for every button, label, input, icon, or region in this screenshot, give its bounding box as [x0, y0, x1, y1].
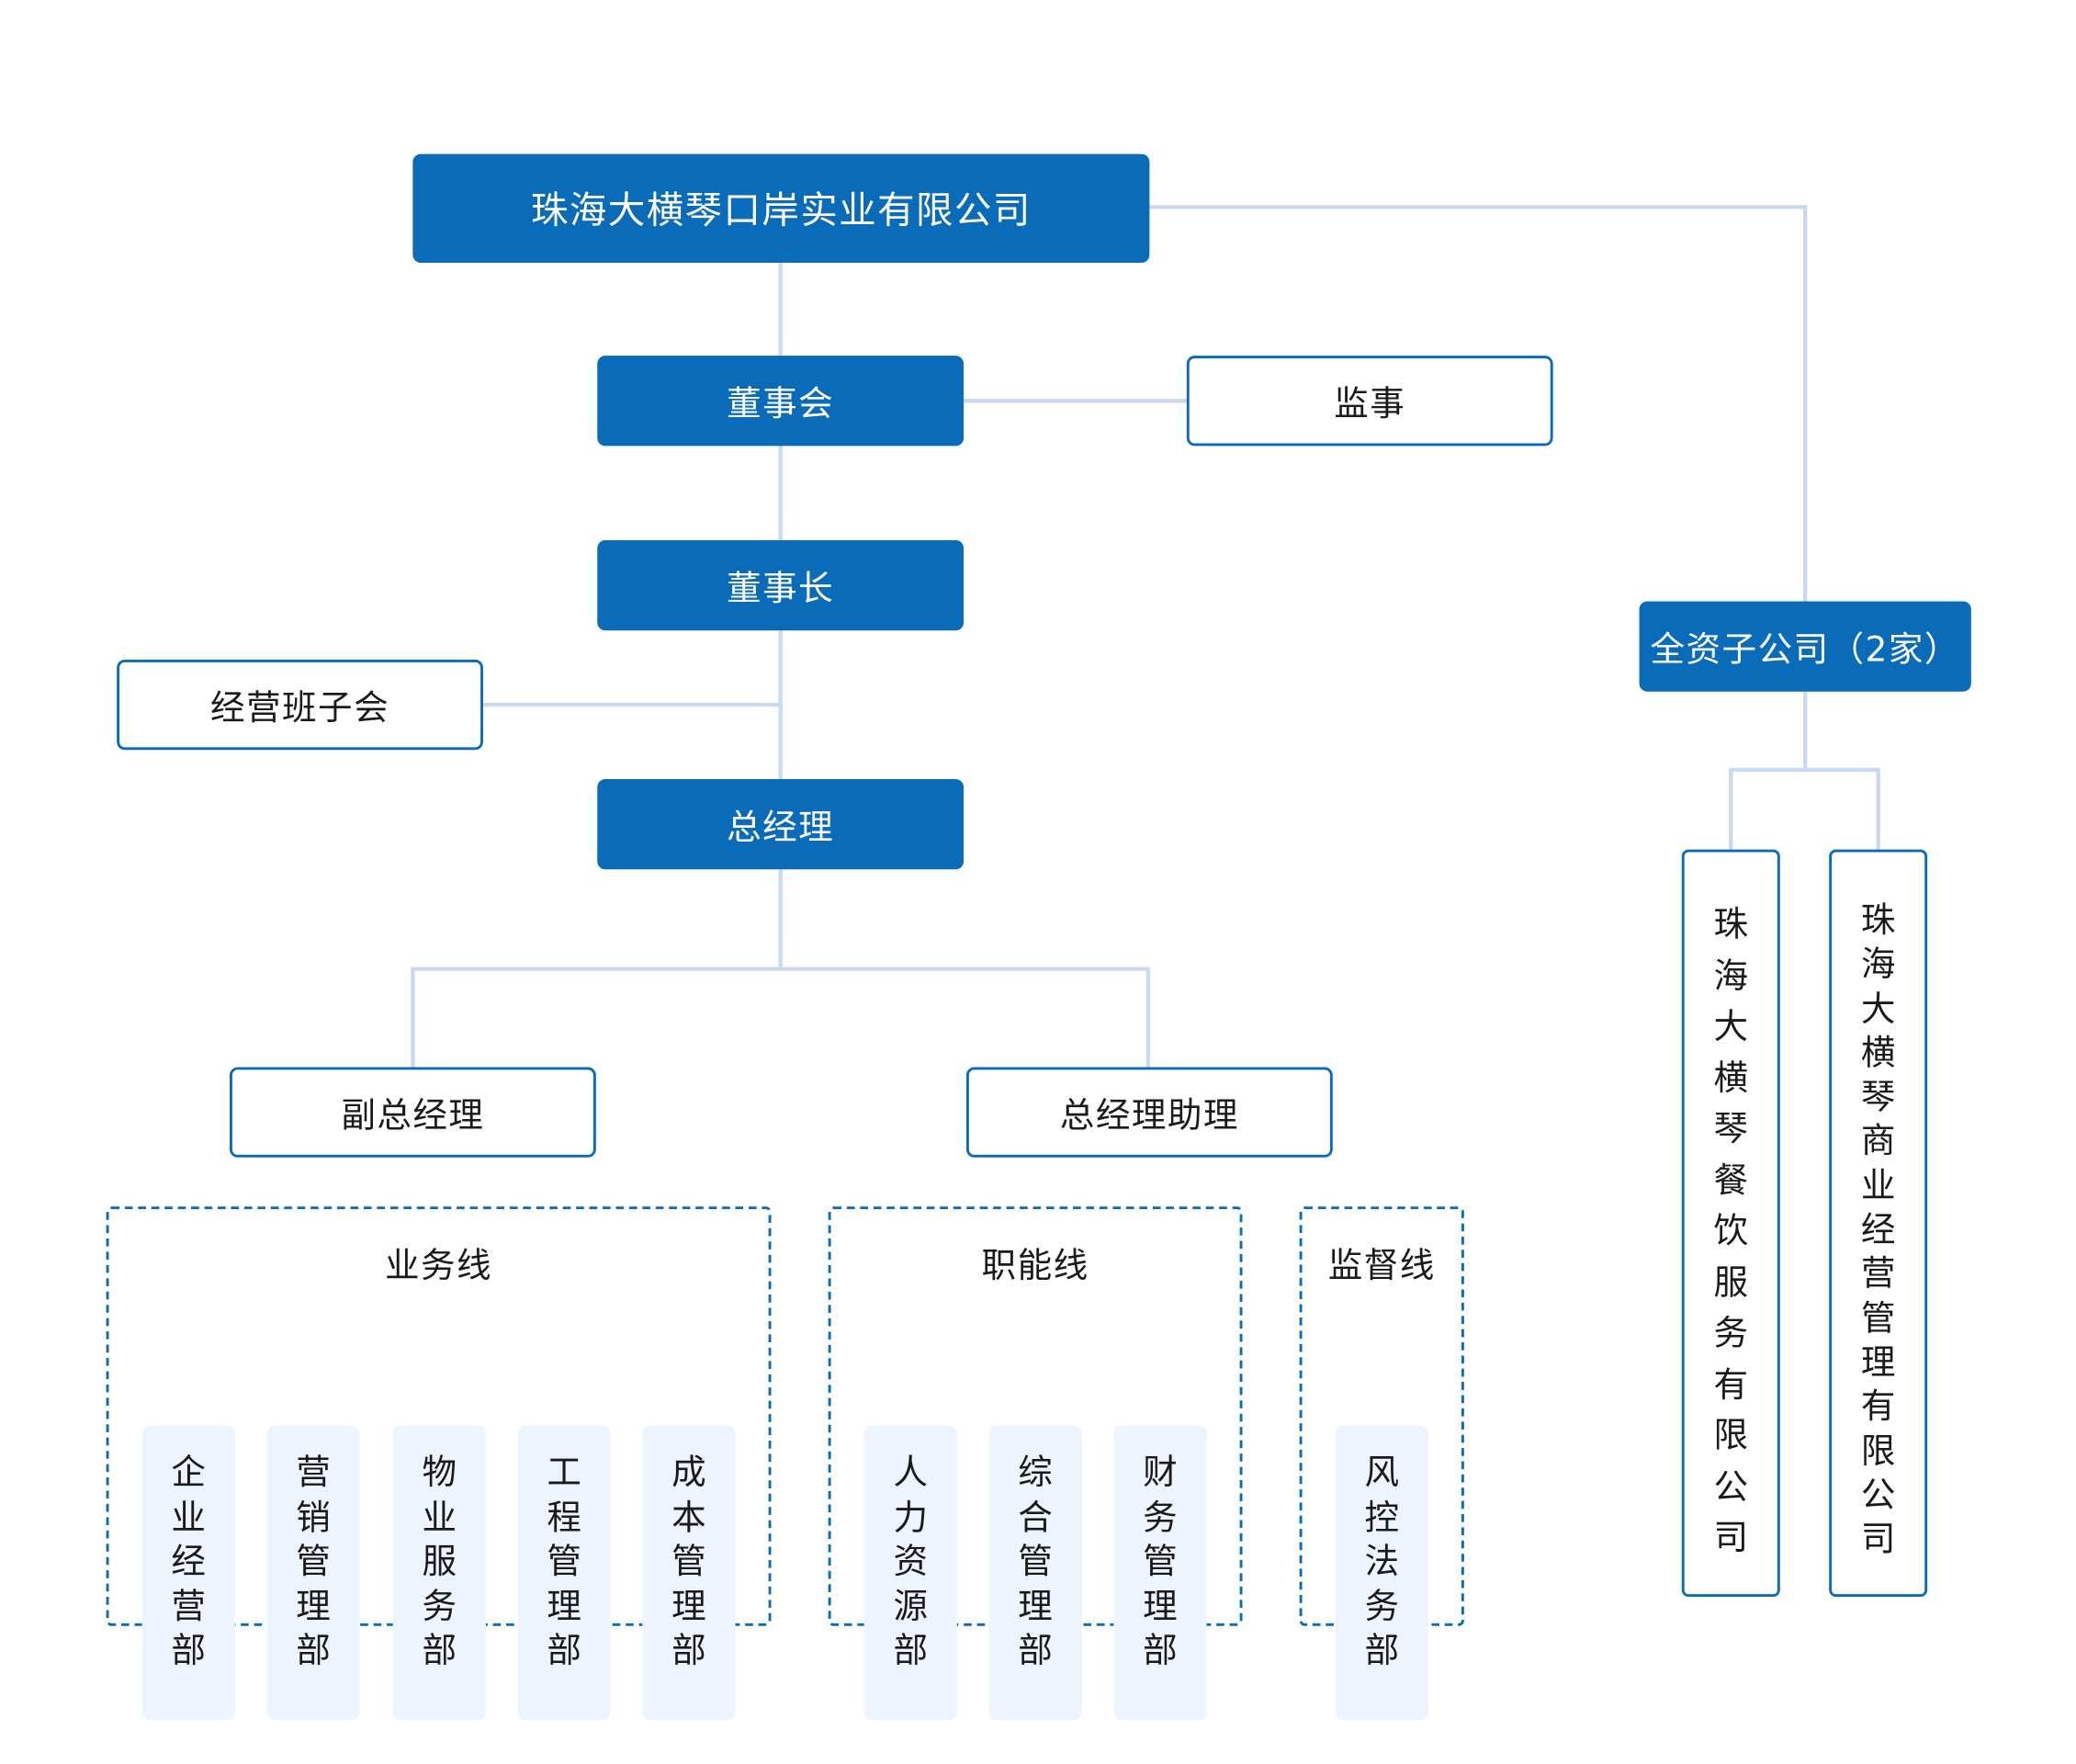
dept-supervision-1: 风控法务部 — [1335, 1425, 1428, 1721]
subsidiary-header-box: 全资子公司（2家） — [1639, 601, 1971, 692]
connector-company-subsidiary — [1147, 205, 1808, 605]
supervisor-label: 监事 — [1334, 384, 1406, 424]
dept-business-2: 营销管理部 — [266, 1425, 360, 1721]
dept-business-1: 企业经营部 — [141, 1425, 235, 1721]
deputy-gm-box: 副总经理 — [229, 1067, 596, 1158]
connector-gm-branch — [411, 869, 1151, 1069]
subsidiary-1: 珠海大横琴餐饮服务有限公司 — [1681, 849, 1780, 1597]
function-line-title: 职能线 — [981, 1246, 1089, 1286]
subsidiary-header-label: 全资子公司（2家） — [1650, 629, 1960, 670]
company-name: 珠海大横琴口岸实业有限公司 — [530, 188, 1032, 232]
dept-business-4: 工程管理部 — [517, 1425, 611, 1721]
dept-function-1: 人力资源部 — [863, 1425, 957, 1721]
supervision-line-title: 监督线 — [1327, 1246, 1436, 1286]
dept-function-2: 综合管理部 — [988, 1425, 1082, 1721]
company-box: 珠海大横琴口岸实业有限公司 — [412, 153, 1150, 264]
dept-function-3: 财务管理部 — [1113, 1425, 1207, 1721]
board-box: 董事会 — [597, 356, 965, 447]
board-label: 董事会 — [727, 384, 835, 424]
dept-business-5: 成本管理部 — [642, 1425, 736, 1721]
deputy-gm-label: 副总经理 — [341, 1095, 485, 1136]
gm-assistant-box: 总经理助理 — [965, 1067, 1333, 1158]
supervisor-box: 监事 — [1186, 356, 1553, 447]
gm-box: 总经理 — [597, 779, 965, 870]
connector-subsidiary-branch — [1729, 691, 1880, 850]
gm-label: 总经理 — [727, 808, 835, 848]
subsidiary-2: 珠海大横琴商业经营管理有限公司 — [1829, 849, 1928, 1597]
business-line-title: 业务线 — [385, 1246, 493, 1286]
mgmt-team-label: 经营班子会 — [210, 688, 390, 729]
gm-assistant-label: 总经理助理 — [1059, 1095, 1239, 1136]
dept-business-3: 物业服务部 — [392, 1425, 486, 1721]
mgmt-team-box: 经营班子会 — [117, 660, 483, 751]
chairman-label: 董事长 — [727, 569, 835, 609]
chairman-box: 董事长 — [597, 539, 965, 631]
